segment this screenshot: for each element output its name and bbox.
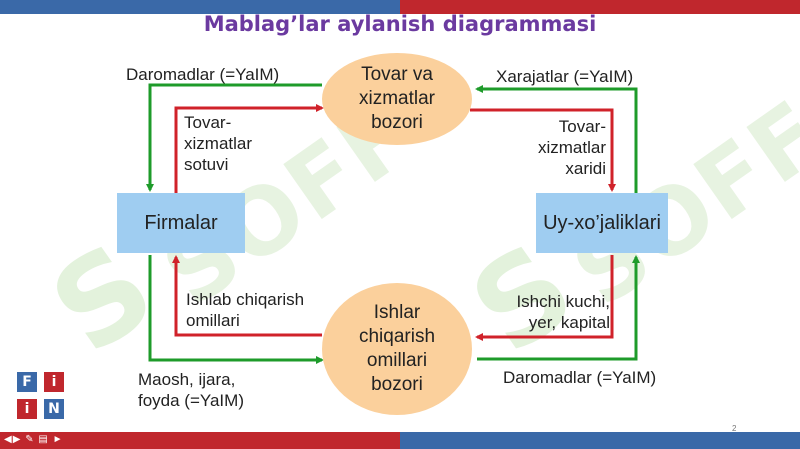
label-goods-sold: Tovar- xizmatlar sotuvi bbox=[184, 113, 253, 174]
label-goods-bought: Tovar- xizmatlar xaridi bbox=[537, 117, 606, 178]
pen-icon[interactable]: ✎ bbox=[25, 434, 35, 445]
arrow-labor-capital bbox=[475, 255, 614, 341]
goods-market-label: Tovar va xizmatlar bozori bbox=[358, 64, 435, 133]
bottom-bar-right bbox=[400, 432, 800, 449]
logo-letter-1: F bbox=[17, 372, 37, 392]
page-number: 2 bbox=[732, 424, 737, 433]
label-labor-capital: Ishchi kuchi, yer, kapital bbox=[516, 292, 610, 332]
top-bar-left bbox=[0, 0, 400, 14]
label-expenses-top: Xarajatlar (=YaIM) bbox=[496, 67, 634, 86]
page-title: Mablag’lar aylanish diagrammasi bbox=[203, 12, 597, 36]
logo-letter-3: i bbox=[17, 399, 37, 419]
factor-market-node: Ishlar chiqarish omillari bozori bbox=[322, 283, 472, 415]
logo-letter-4: N bbox=[44, 399, 64, 419]
forward-icon[interactable]: ► bbox=[52, 434, 64, 445]
firms-node: Firmalar bbox=[117, 193, 245, 253]
arrow-goods-bought bbox=[470, 108, 616, 192]
arrow-expenses-top bbox=[475, 85, 638, 193]
label-revenue-bottom: Daromadlar (=YaIM) bbox=[503, 368, 657, 387]
arrow-wages bbox=[148, 255, 324, 364]
label-revenue-top: Daromadlar (=YaIM) bbox=[126, 65, 280, 84]
bottom-bar-left bbox=[0, 432, 400, 449]
households-node: Uy-xo’jaliklari bbox=[536, 193, 668, 253]
slide-nav-controls[interactable]: ◀▶ ✎ ▤ ► bbox=[4, 434, 64, 445]
goods-market-node: Tovar va xizmatlar bozori bbox=[322, 53, 472, 145]
logo-letter-2: i bbox=[44, 372, 64, 392]
households-label: Uy-xo’jaliklari bbox=[543, 211, 661, 234]
menu-icon[interactable]: ▤ bbox=[38, 434, 49, 445]
next-arrow-icon[interactable]: ▶ bbox=[12, 434, 22, 445]
arrow-revenue-bottom bbox=[477, 255, 640, 361]
arrow-revenue-top bbox=[146, 83, 322, 192]
top-bar-right bbox=[400, 0, 800, 14]
arrow-goods-sold bbox=[174, 104, 324, 193]
factor-market-label: Ishlar chiqarish omillari bozori bbox=[358, 302, 436, 395]
label-production-factors: Ishlab chiqarish omillari bbox=[186, 290, 305, 330]
label-wages: Maosh, ijara, foyda (=YaIM) bbox=[138, 370, 244, 410]
arrow-production-factors bbox=[172, 255, 322, 337]
firms-label: Firmalar bbox=[144, 211, 218, 234]
prev-arrow-icon[interactable]: ◀ bbox=[4, 434, 13, 445]
